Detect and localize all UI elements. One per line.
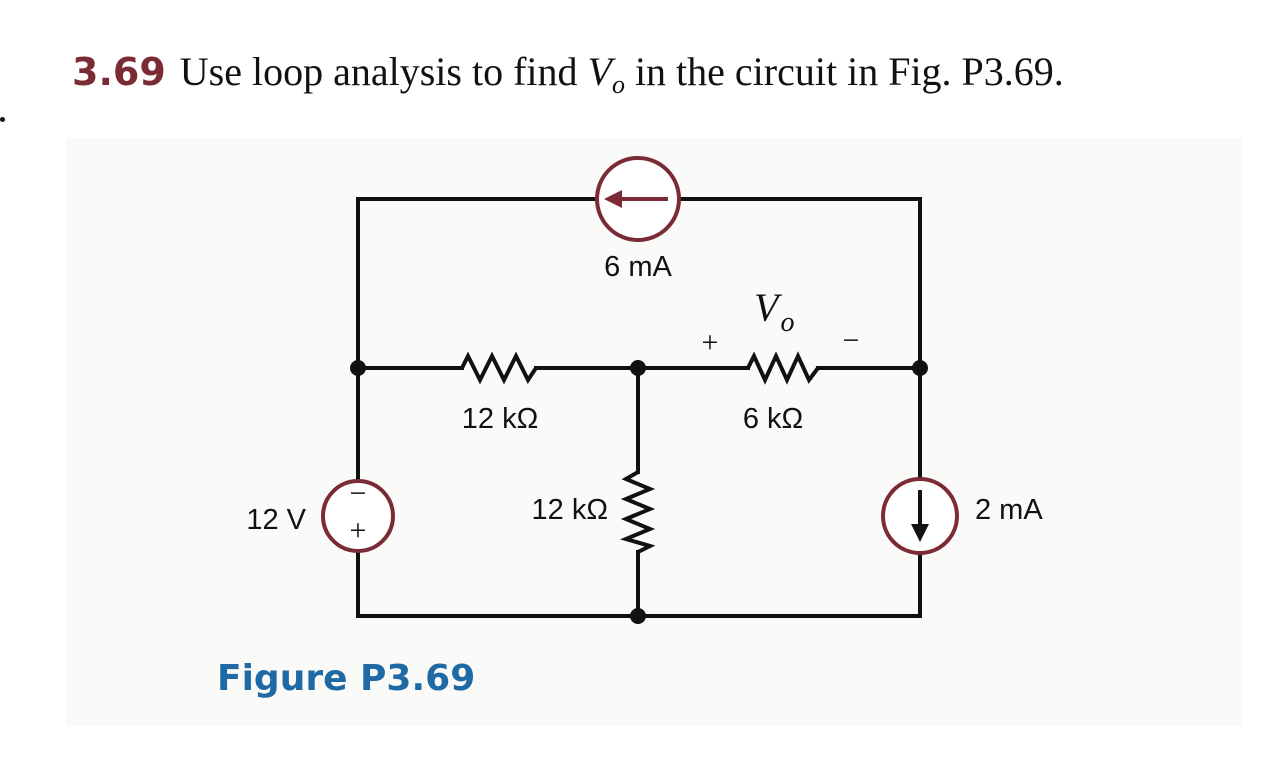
stray-dot (0, 117, 5, 122)
problem-text-after: in the circuit in Fig. P3.69. (624, 49, 1064, 94)
current-source-top (595, 156, 681, 242)
node-dot-right (912, 360, 928, 376)
source-plus-sign: + (350, 514, 367, 547)
current-source-right (881, 477, 959, 555)
voltage-source (321, 479, 395, 553)
source-minus-sign: − (350, 477, 367, 510)
label-12v: 12 V (246, 504, 306, 536)
resistor-top-right (746, 351, 820, 385)
label-6k: 6 kΩ (743, 403, 803, 435)
figure-caption: Figure P3.69 (217, 658, 476, 699)
label-2ma: 2 mA (975, 494, 1043, 526)
resistor-middle (620, 470, 656, 554)
problem-number: 3.69 (72, 50, 166, 94)
vo-subscript: o (780, 307, 794, 338)
node-dot-center (630, 360, 646, 376)
problem-variable-subscript: o (611, 70, 625, 99)
node-dot-bottom (630, 608, 646, 624)
problem-variable: V (587, 49, 612, 94)
vo-minus-sign: − (843, 324, 860, 357)
vo-symbol: V (754, 285, 783, 330)
resistor-top-left (460, 351, 538, 385)
vo-plus-sign: + (702, 326, 719, 359)
vo-label: Vo (754, 285, 794, 338)
problem-text-before: Use loop analysis to find (179, 49, 588, 94)
node-dot-left (350, 360, 366, 376)
problem-statement: 3.69 Use loop analysis to find Vo in the … (72, 49, 1064, 98)
label-12k-top: 12 kΩ (462, 403, 539, 435)
label-6ma: 6 mA (604, 251, 672, 283)
label-12k-middle: 12 kΩ (532, 494, 609, 526)
